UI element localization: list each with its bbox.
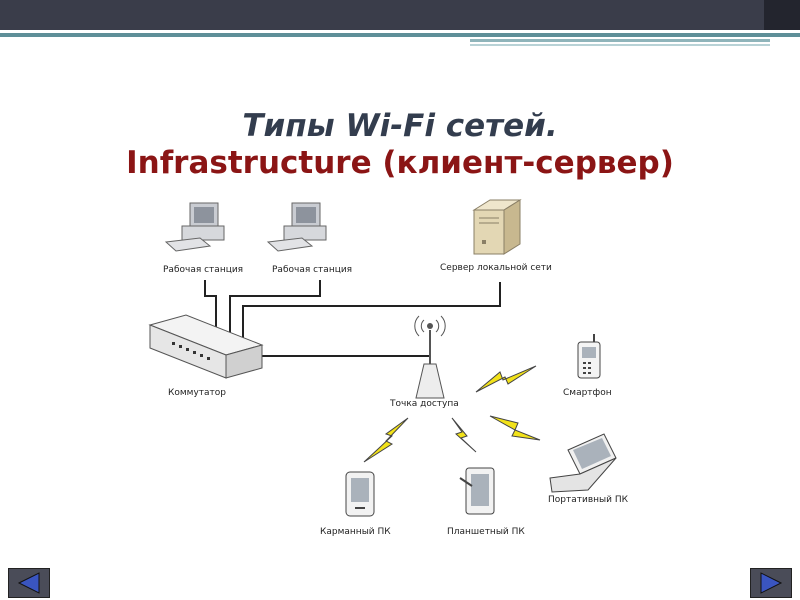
next-slide-button[interactable] (750, 568, 792, 598)
header-bar-corner (764, 0, 800, 30)
label-workstation-2: Рабочая станция (272, 265, 353, 275)
tablet-icon (459, 467, 495, 515)
pocket-pc-icon (345, 471, 375, 517)
label-switch: Коммутатор (168, 388, 227, 398)
slide-title: Типы Wi-Fi сетей. Infrastructure (клиент… (0, 108, 800, 182)
computer-icon (266, 202, 327, 252)
smartphone-icon (577, 334, 601, 379)
computer-icon (164, 202, 225, 252)
title-line-2: Infrastructure (клиент-сервер) (126, 145, 674, 181)
label-pocket-pc: Карманный ПК (320, 527, 391, 537)
triangle-left-icon (17, 572, 40, 594)
label-laptop: Портативный ПК (548, 495, 628, 505)
laptop-icon (549, 433, 617, 493)
label-workstation-1: Рабочая станция (163, 265, 244, 275)
server-icon (472, 199, 522, 255)
label-tablet: Планшетный ПК (447, 527, 525, 537)
triangle-right-icon (760, 572, 783, 594)
lightning-icon (363, 365, 541, 463)
prev-slide-button[interactable] (8, 568, 50, 598)
label-access-point: Точка доступа (390, 399, 459, 409)
access-point-icon (414, 315, 446, 399)
header-stripe (0, 33, 800, 37)
switch-icon (148, 314, 264, 379)
title-line-1: Типы Wi-Fi сетей. (242, 108, 558, 144)
header-bar (0, 0, 800, 30)
header-stripe-tertiary (470, 44, 770, 46)
header-stripe-secondary (470, 39, 770, 42)
label-smartphone: Смартфон (563, 388, 612, 398)
label-server: Сервер локальной сети (440, 263, 552, 273)
